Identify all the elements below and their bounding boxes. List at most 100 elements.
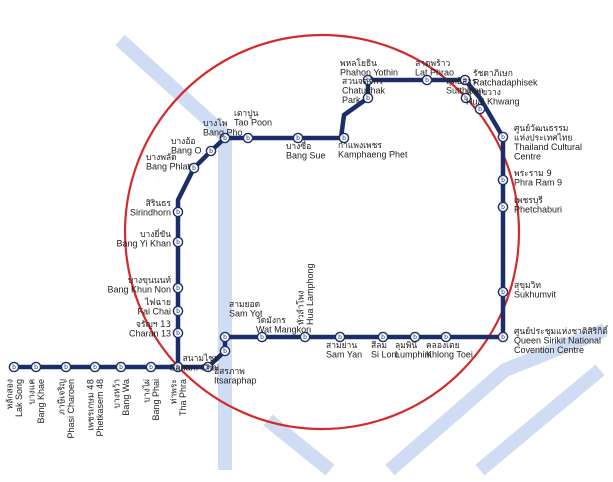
station-lak-song[interactable]: b xyxy=(8,361,20,373)
station-name-thai: สวนจตุจักร xyxy=(342,77,383,87)
station-glyph-icon: b xyxy=(206,364,210,371)
station-lumphini[interactable]: b xyxy=(409,331,421,343)
station-phetchaburi[interactable]: b xyxy=(497,201,509,213)
station-bang-khun-non[interactable]: b xyxy=(172,282,184,294)
station-marker-icon xyxy=(497,201,509,213)
station-marker-icon xyxy=(334,331,346,343)
station-name-english: Bang Pho xyxy=(203,128,243,138)
station-tao-poon[interactable]: b xyxy=(242,132,254,144)
station-name-thai: เพชรบุรี xyxy=(514,195,543,206)
station-name-english: Park xyxy=(342,95,361,105)
station-glyph-icon: b xyxy=(501,134,505,141)
station-bang-sue[interactable]: b xyxy=(292,132,304,144)
station-name-english: Thailand Cultural xyxy=(514,142,582,152)
station-sutthisan[interactable]: b xyxy=(460,92,472,104)
station-hua-lamphong[interactable]: b xyxy=(299,331,311,343)
station-bang-phai[interactable]: b xyxy=(145,361,157,373)
station-marker-icon xyxy=(497,331,509,343)
station-glyph-icon: b xyxy=(64,364,68,371)
station-wat-mangkon[interactable]: b xyxy=(256,331,268,343)
station-marker-icon xyxy=(172,305,184,317)
station-bang-wa[interactable]: b xyxy=(115,361,127,373)
station-name-english: Bang Sue xyxy=(286,151,326,161)
station-charan-13[interactable]: b xyxy=(172,327,184,339)
station-glyph-icon: b xyxy=(223,334,227,341)
station-marker-icon xyxy=(242,132,254,144)
station-glyph-icon: b xyxy=(176,209,180,216)
station-glyph-icon: b xyxy=(149,364,153,371)
station-sanam-chai[interactable]: b xyxy=(219,345,231,357)
station-name-thai: พระราม 9 xyxy=(514,169,552,179)
station-name-thai: ลาดพร้าว xyxy=(415,58,450,69)
station-glyph-icon: b xyxy=(176,285,180,292)
station-lat-phrao[interactable]: b xyxy=(421,74,433,86)
station-sam-yan[interactable]: b xyxy=(334,331,346,343)
station-name-thai: สุทธิสาร xyxy=(446,77,477,87)
station-name-english: Covention Centre xyxy=(514,345,584,355)
station-name-thai: บางหว้า xyxy=(111,379,122,408)
station-fai-chai[interactable]: b xyxy=(172,305,184,317)
station-bang-khae[interactable]: b xyxy=(30,361,42,373)
station-chatuchak-park[interactable]: b xyxy=(362,92,374,104)
station-itsaraphap[interactable]: b xyxy=(202,361,214,373)
station-label-lumphini: ลุมพินีLumphini xyxy=(395,340,432,360)
station-name-english: Lat Phrao xyxy=(415,68,454,78)
station-glyph-icon: b xyxy=(34,364,38,371)
station-glyph-icon: b xyxy=(246,135,250,142)
station-bang-pho[interactable]: b xyxy=(219,132,231,144)
station-name-thai: คลองเตย xyxy=(426,341,460,351)
station-name-english: Kamphaeng Phet xyxy=(338,150,408,160)
loop-ring xyxy=(123,33,521,431)
station-kamphaeng-phet[interactable]: b xyxy=(338,132,350,144)
station-bang-phlat[interactable]: b xyxy=(188,162,200,174)
station-name-english: Phetchaburi xyxy=(514,205,562,215)
station-glyph-icon: b xyxy=(413,334,417,341)
station-tha-phra[interactable]: b xyxy=(172,361,184,373)
station-name-thai: รัชดาภิเษก xyxy=(473,69,513,79)
station-khlong-toei[interactable]: b xyxy=(440,331,452,343)
station-huai-khwang[interactable]: b xyxy=(474,103,486,115)
station-phra-ram-9[interactable]: b xyxy=(497,174,509,186)
station-name-english: Khlong Toei xyxy=(426,350,473,360)
station-name-thai: บางซื่อ xyxy=(286,140,311,152)
station-glyph-icon: b xyxy=(366,95,370,102)
station-label-bang-khun-non: บางขุนนนท์Bang Khun Non xyxy=(107,275,171,295)
station-name-english: Sanam Chai xyxy=(169,363,219,373)
station-phahon-yothin[interactable]: b xyxy=(362,74,374,86)
station-sam-yot[interactable]: b xyxy=(219,331,231,343)
station-marker-icon xyxy=(440,331,452,343)
station-marker-icon xyxy=(256,331,268,343)
station-qsncc[interactable]: b xyxy=(497,331,509,343)
station-name-thai: ลุมพินี xyxy=(395,340,417,351)
station-name-thai: บางยี่ขัน xyxy=(140,228,171,240)
station-marker-icon xyxy=(172,361,184,373)
station-phetkasem-48[interactable]: b xyxy=(89,361,101,373)
station-name-english: Chatuchak xyxy=(342,86,386,96)
station-name-thai: บางพลัด xyxy=(146,153,177,163)
station-glyph-icon: b xyxy=(176,239,180,246)
station-phasi-charoen[interactable]: b xyxy=(60,361,72,373)
station-si-lom[interactable]: b xyxy=(377,331,389,343)
station-glyph-icon: b xyxy=(223,135,227,142)
station-thailand-cultural-centre[interactable]: b xyxy=(497,131,509,143)
station-bang-o[interactable]: b xyxy=(205,145,217,157)
station-bang-yi-khan[interactable]: b xyxy=(172,236,184,248)
station-sukhumvit[interactable]: b xyxy=(497,286,509,298)
station-sirindhorn[interactable]: b xyxy=(172,206,184,218)
station-name-thai: พหลโยธิน xyxy=(340,58,377,69)
station-ratchadaphisek[interactable]: b xyxy=(459,74,471,86)
